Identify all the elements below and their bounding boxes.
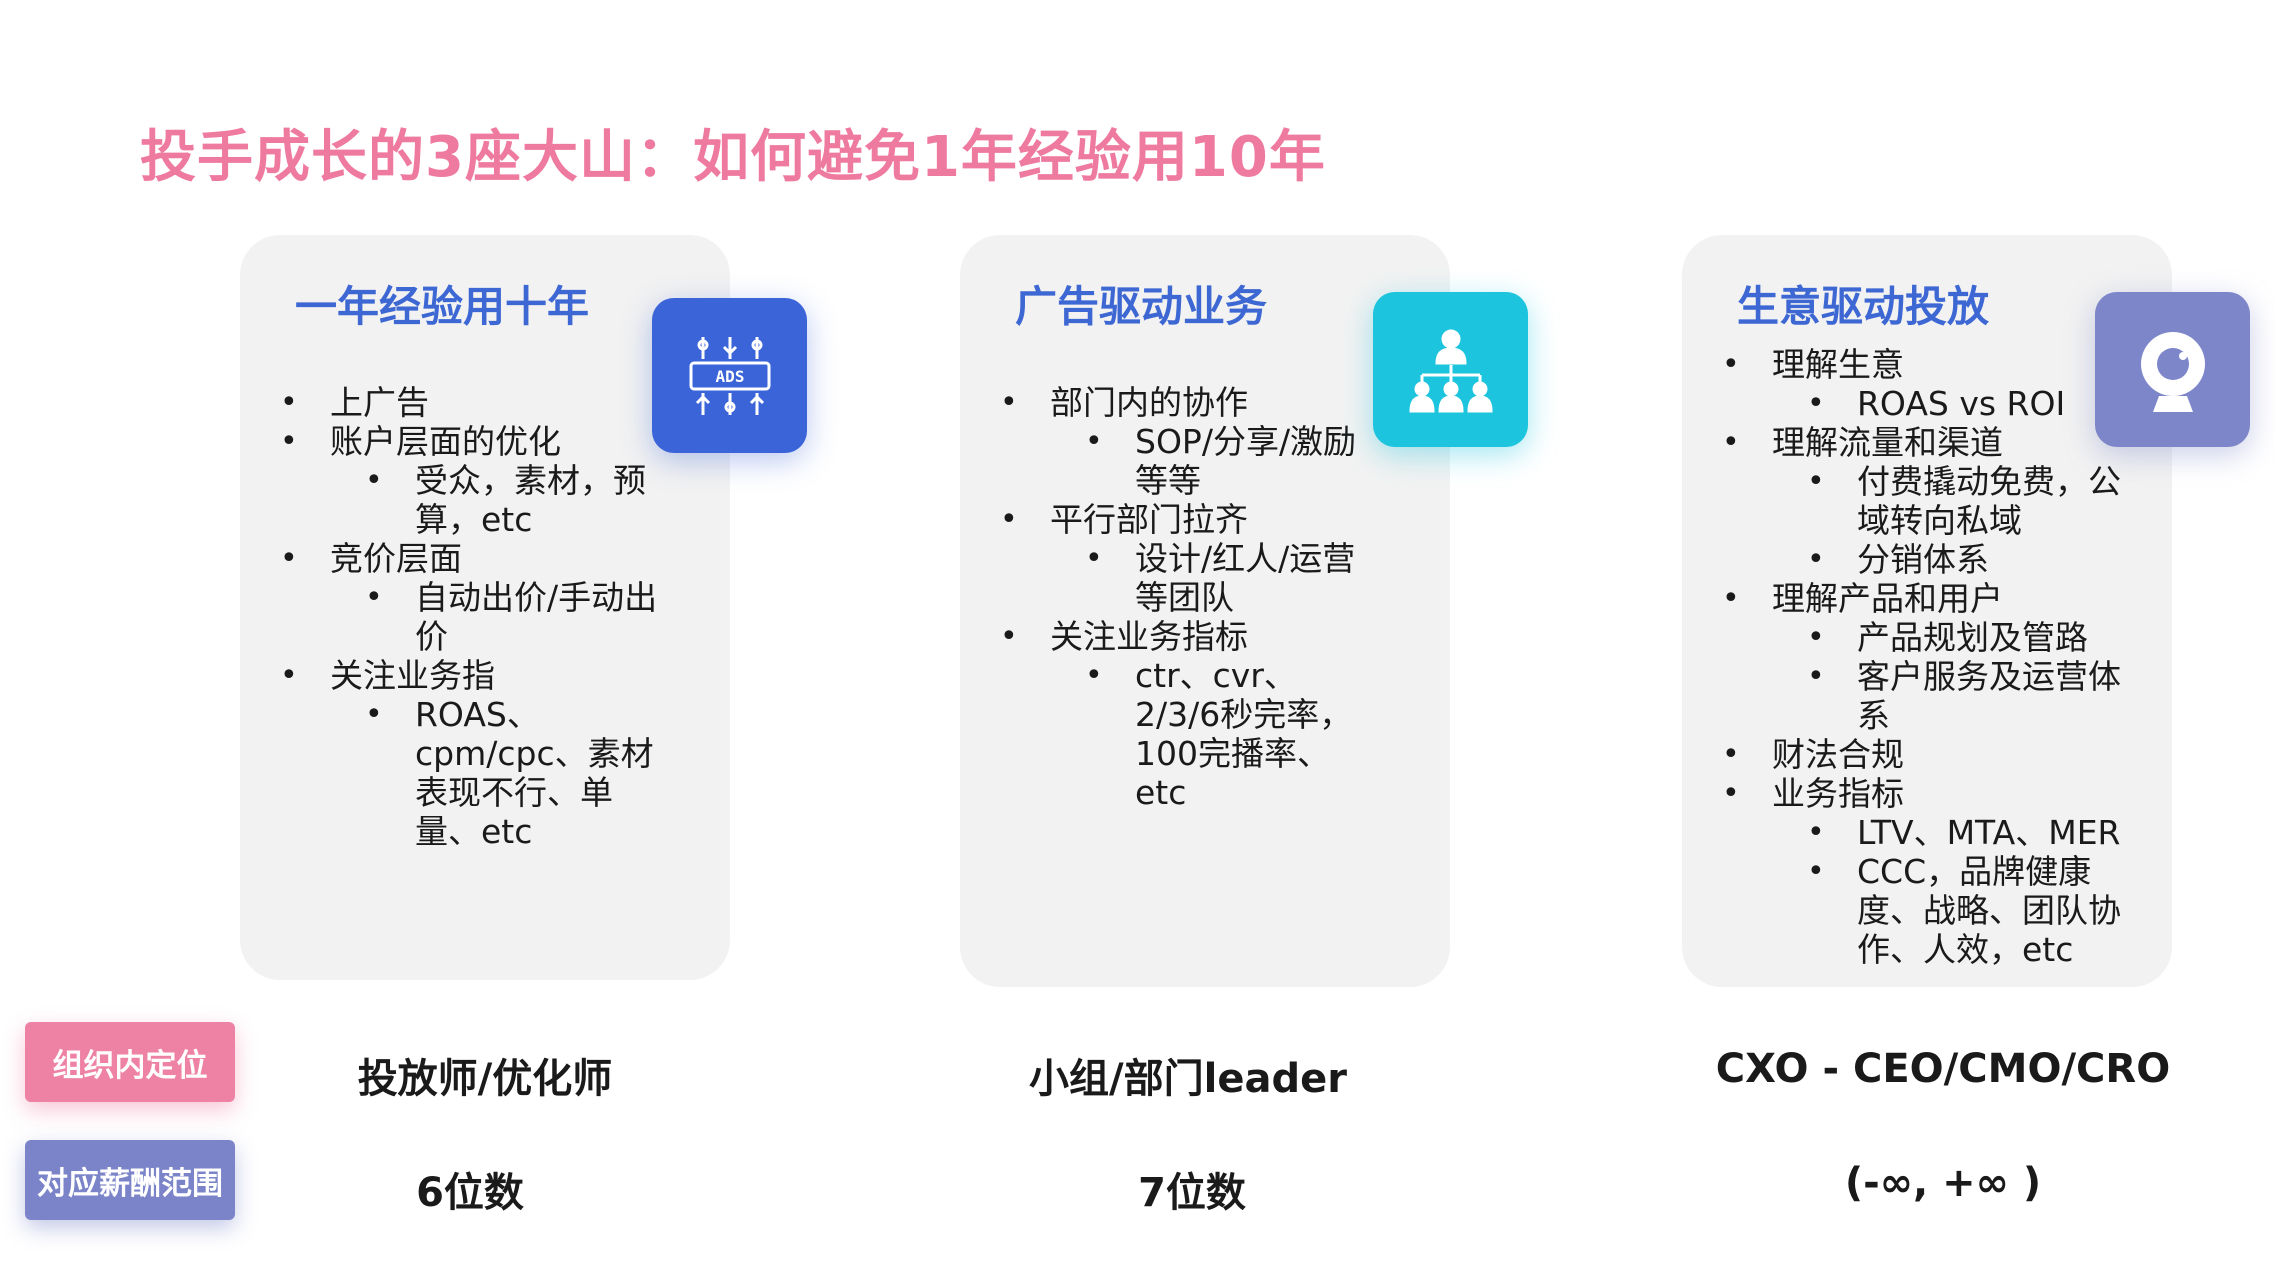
list-item: 自动出价/手动出价 [280,578,665,656]
svg-text:ADS: ADS [715,367,744,386]
card-ads-drive-business: 广告驱动业务 部门内的协作 SOP/分享/激励等等 平行部门拉齐 设计/红人/运… [960,235,1450,987]
list-item: 业务指标 [1722,774,2152,813]
card-title: 广告驱动业务 [1015,282,1268,331]
list-item: ROAS vs ROI [1722,384,2152,423]
list-item: 竞价层面 [280,539,665,578]
webcam-icon [2095,292,2250,447]
ads-icon: ADS [652,298,807,453]
list-item: ctr、cvr、2/3/6秒完率，100完播率、etc [1000,656,1380,812]
list-item: 理解流量和渠道 [1722,423,2152,462]
card-business-drive-ads: 生意驱动投放 理解生意 ROAS vs ROI 理解流量和渠道 付费撬动免费，公… [1682,235,2172,987]
position-value-3: CXO - CEO/CMO/CRO [1715,1046,2171,1092]
card-title: 生意驱动投放 [1737,282,1990,331]
list-item: 理解产品和用户 [1722,579,2152,618]
list-item: 平行部门拉齐 [1000,500,1380,539]
salary-value-1: 6位数 [416,1170,524,1216]
list-item: LTV、MTA、MER [1722,813,2152,852]
team-hierarchy-icon [1373,292,1528,447]
card-one-year-experience: 一年经验用十年 上广告 账户层面的优化 受众，素材，预算，etc 竞价层面 自动… [240,235,730,980]
list-item: CCC，品牌健康度、战略、团队协作、人效，etc [1722,852,2152,969]
list-item: 分销体系 [1722,540,2152,579]
card-list: 部门内的协作 SOP/分享/激励等等 平行部门拉齐 设计/红人/运营等团队 关注… [1000,383,1380,812]
list-item: 设计/红人/运营等团队 [1000,539,1380,617]
salary-range-label: 对应薪酬范围 [25,1140,235,1220]
list-item: 产品规划及管路 [1722,618,2152,657]
position-value-2: 小组/部门leader [1029,1056,1347,1102]
salary-value-3: (-∞, +∞ ) [1844,1160,2042,1206]
list-item: 财法合规 [1722,735,2152,774]
list-item: 理解生意 [1722,345,2152,384]
card-list: 上广告 账户层面的优化 受众，素材，预算，etc 竞价层面 自动出价/手动出价 … [280,383,665,851]
org-position-label: 组织内定位 [25,1022,235,1102]
list-item: 账户层面的优化 [280,422,665,461]
list-item: 客户服务及运营体系 [1722,657,2152,735]
position-value-1: 投放师/优化师 [357,1056,613,1102]
list-item: ROAS、cpm/cpc、素材表现不行、单量、etc [280,695,665,851]
card-title: 一年经验用十年 [295,282,590,331]
list-item: 付费撬动免费，公域转向私域 [1722,462,2152,540]
page-title: 投手成长的3座大山：如何避免1年经验用10年 [140,125,1326,190]
card-list: 理解生意 ROAS vs ROI 理解流量和渠道 付费撬动免费，公域转向私域 分… [1722,345,2152,969]
salary-value-2: 7位数 [1138,1170,1246,1216]
list-item: SOP/分享/激励等等 [1000,422,1380,500]
list-item: 部门内的协作 [1000,383,1380,422]
list-item: 受众，素材，预算，etc [280,461,665,539]
list-item: 关注业务指标 [1000,617,1380,656]
list-item: 上广告 [280,383,665,422]
list-item: 关注业务指 [280,656,665,695]
